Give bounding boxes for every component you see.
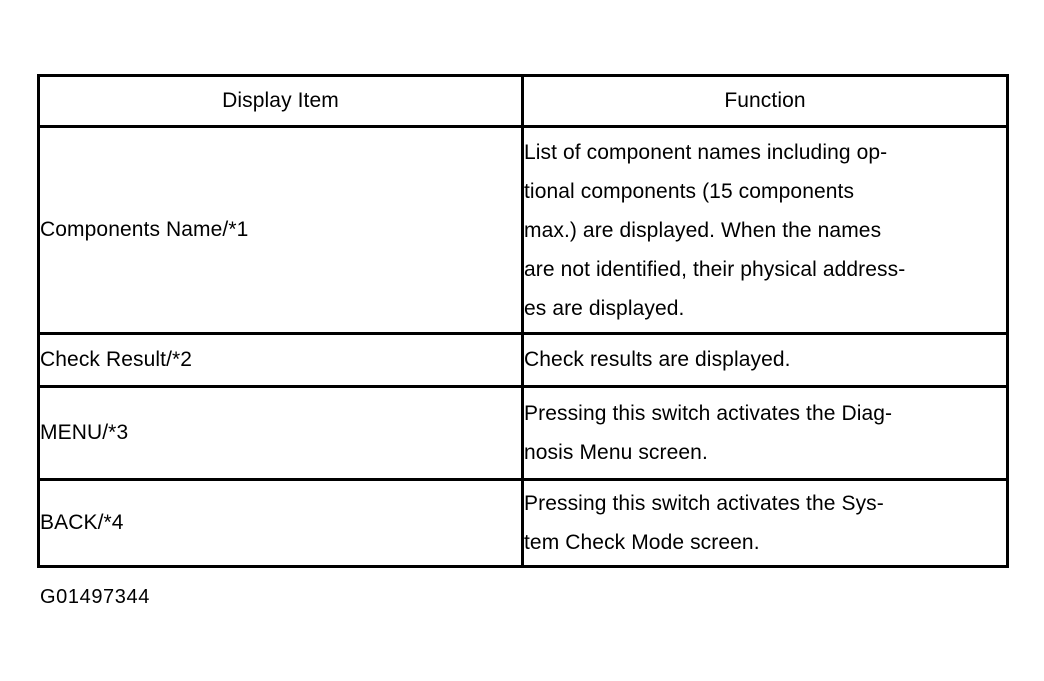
function-text-line: tem Check Mode screen. bbox=[524, 531, 760, 554]
figure-id-caption: G01497344 bbox=[40, 586, 150, 608]
function-text-line: Check results are displayed. bbox=[524, 348, 791, 371]
table-row: Check Result/*2 Check results are displa… bbox=[37, 332, 1009, 388]
function-text-line: es are displayed. bbox=[524, 296, 685, 320]
table-row: BACK/*4 Pressing this switch activates t… bbox=[37, 478, 1009, 568]
function-text-line: List of component names including op- bbox=[524, 140, 888, 164]
column-header-display-item: Display Item bbox=[37, 74, 524, 128]
function-text-line: Pressing this switch activates the Diag- bbox=[524, 402, 893, 425]
function-text-line: tional components (15 components bbox=[524, 179, 855, 203]
table-header-row: Display Item Function bbox=[37, 74, 1009, 128]
table-row: MENU/*3 Pressing this switch activates t… bbox=[37, 385, 1009, 481]
display-item-function-table: Display Item Function Components Name/*1… bbox=[37, 74, 1009, 568]
cell-function-components-name: List of component names including op- ti… bbox=[521, 125, 1009, 335]
cell-display-item-back: BACK/*4 bbox=[37, 478, 524, 568]
cell-display-item-components-name: Components Name/*1 bbox=[37, 125, 524, 335]
cell-function-back: Pressing this switch activates the Sys- … bbox=[521, 478, 1009, 568]
cell-display-item-check-result: Check Result/*2 bbox=[37, 332, 524, 388]
function-text-line: max.) are displayed. When the names bbox=[524, 218, 882, 242]
function-text-line: Pressing this switch activates the Sys- bbox=[524, 492, 884, 515]
table-row: Components Name/*1 List of component nam… bbox=[37, 125, 1009, 335]
function-text-line: are not identified, their physical addre… bbox=[524, 257, 906, 281]
cell-display-item-menu: MENU/*3 bbox=[37, 385, 524, 481]
column-header-function: Function bbox=[521, 74, 1009, 128]
cell-function-check-result: Check results are displayed. bbox=[521, 332, 1009, 388]
function-text-line: nosis Menu screen. bbox=[524, 441, 708, 464]
cell-function-menu: Pressing this switch activates the Diag-… bbox=[521, 385, 1009, 481]
